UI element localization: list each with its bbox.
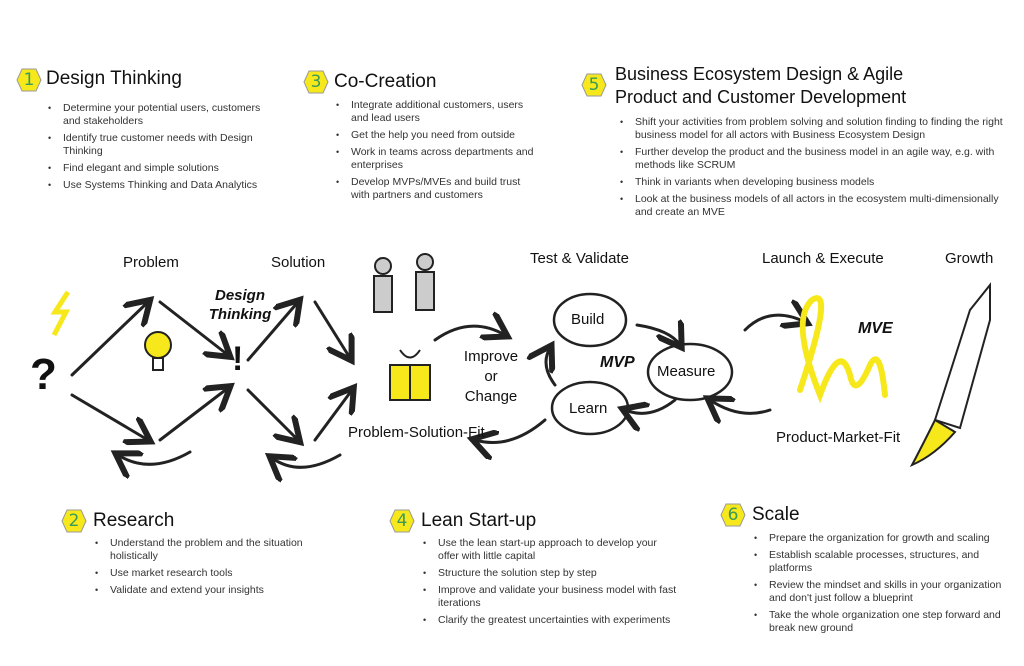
section-title: Business Ecosystem Design & Agile Produc…: [615, 64, 907, 107]
arrow: [313, 390, 352, 442]
bullet-item: Identify true customer needs with Design…: [48, 132, 278, 158]
lightbulb-icon: [144, 331, 172, 371]
label-launch-execute: Launch & Execute: [762, 250, 884, 267]
label-learn: Learn: [569, 400, 608, 417]
arrow: [70, 393, 148, 440]
bullet-item: Use Systems Thinking and Data Analytics: [48, 179, 278, 192]
arrow: [246, 388, 298, 440]
label-solution: Solution: [271, 254, 326, 271]
bullet-item: Determine your potential users, customer…: [48, 102, 278, 128]
section-title: Co-Creation: [334, 71, 437, 92]
arrow: [710, 400, 772, 413]
step-badge-5: 5: [581, 73, 607, 97]
arrow: [118, 452, 192, 464]
section-bullets: Understand the problem and the situation…: [95, 537, 325, 601]
arrow: [546, 348, 557, 387]
label-test-validate: Test & Validate: [530, 250, 629, 267]
bullet-item: Establish scalable processes, structures…: [754, 549, 1004, 575]
label-mvp: MVP: [600, 354, 635, 371]
bullet-item: Prepare the organization for growth and …: [754, 532, 1004, 545]
bullet-item: Develop MVPs/MVEs and build trust with p…: [336, 176, 536, 202]
label-improve: Improve: [463, 348, 519, 365]
bullet-item: Use the lean start-up approach to develo…: [423, 537, 678, 563]
bullet-item: Look at the business models of all actor…: [620, 193, 1005, 219]
bullet-item: Get the help you need from outside: [336, 129, 536, 142]
bullet-item: Clarify the greatest uncertainties with …: [423, 614, 678, 627]
arrow: [158, 300, 228, 355]
label-growth: Growth: [945, 250, 994, 267]
arrow: [625, 398, 677, 413]
step-badge-4: 4: [389, 509, 415, 533]
label-problem-solution-fit: Problem-Solution-Fit: [348, 424, 485, 441]
mve-scribble: [797, 295, 888, 404]
people-icon: [373, 253, 435, 313]
label-problem: Problem: [123, 254, 179, 271]
bullet-item: Integrate additional customers, users an…: [336, 99, 536, 125]
bullet-item: Review the mindset and skills in your or…: [754, 579, 1004, 605]
bullet-item: Improve and validate your business model…: [423, 584, 678, 610]
gift-icon: [389, 349, 431, 401]
arrow: [313, 300, 350, 358]
arrow: [743, 315, 805, 332]
section-bullets: Determine your potential users, customer…: [48, 102, 278, 196]
label-measure: Measure: [657, 363, 716, 380]
section-title: Lean Start-up: [421, 510, 537, 531]
question-mark: ?: [30, 350, 57, 399]
arrow: [70, 302, 148, 377]
arrow: [158, 388, 228, 442]
section-bullets: Use the lean start-up approach to develo…: [423, 537, 678, 631]
bullet-item: Find elegant and simple solutions: [48, 162, 278, 175]
label-or: or: [484, 368, 498, 385]
bullet-item: Think in variants when developing busine…: [620, 176, 1005, 189]
arrow: [475, 418, 547, 443]
section-bullets: Prepare the organization for growth and …: [754, 532, 1004, 639]
bullet-item: Take the whole organization one step for…: [754, 609, 1004, 635]
section-title: Research: [93, 510, 175, 531]
label-build: Build: [571, 311, 605, 328]
step-badge-3: 3: [303, 70, 329, 94]
section-bullets: Shift your activities from problem solvi…: [620, 116, 1005, 223]
arrow: [635, 325, 680, 345]
label-change: Change: [464, 388, 518, 405]
rocket-icon: [909, 282, 991, 468]
step-badge-6: 6: [720, 503, 746, 527]
arrow: [272, 455, 342, 467]
learn-circle: [550, 380, 630, 436]
arrow: [433, 326, 505, 342]
step-badge-2: 2: [61, 509, 87, 533]
bullet-item: Further develop the product and the busi…: [620, 146, 1005, 172]
label-mve: MVE: [858, 320, 893, 337]
bullet-item: Work in teams across departments and ent…: [336, 146, 536, 172]
label-product-market-fit: Product-Market-Fit: [776, 429, 901, 446]
section-bullets: Integrate additional customers, users an…: [336, 99, 536, 206]
build-circle: [552, 292, 628, 348]
step-badge-1: 1: [16, 68, 42, 92]
bullet-item: Structure the solution step by step: [423, 567, 678, 580]
exclamation-mark: !: [232, 340, 244, 378]
bullet-item: Understand the problem and the situation…: [95, 537, 325, 563]
bullet-item: Shift your activities from problem solvi…: [620, 116, 1005, 142]
bullet-item: Use market research tools: [95, 567, 325, 580]
section-title: Scale: [752, 504, 800, 525]
label-design-thinking: Design Thinking: [208, 287, 272, 323]
measure-circle: [646, 342, 734, 402]
section-title: Design Thinking: [46, 68, 182, 89]
lightning-icon: [50, 290, 71, 337]
arrow: [246, 302, 298, 362]
bullet-item: Validate and extend your insights: [95, 584, 325, 597]
